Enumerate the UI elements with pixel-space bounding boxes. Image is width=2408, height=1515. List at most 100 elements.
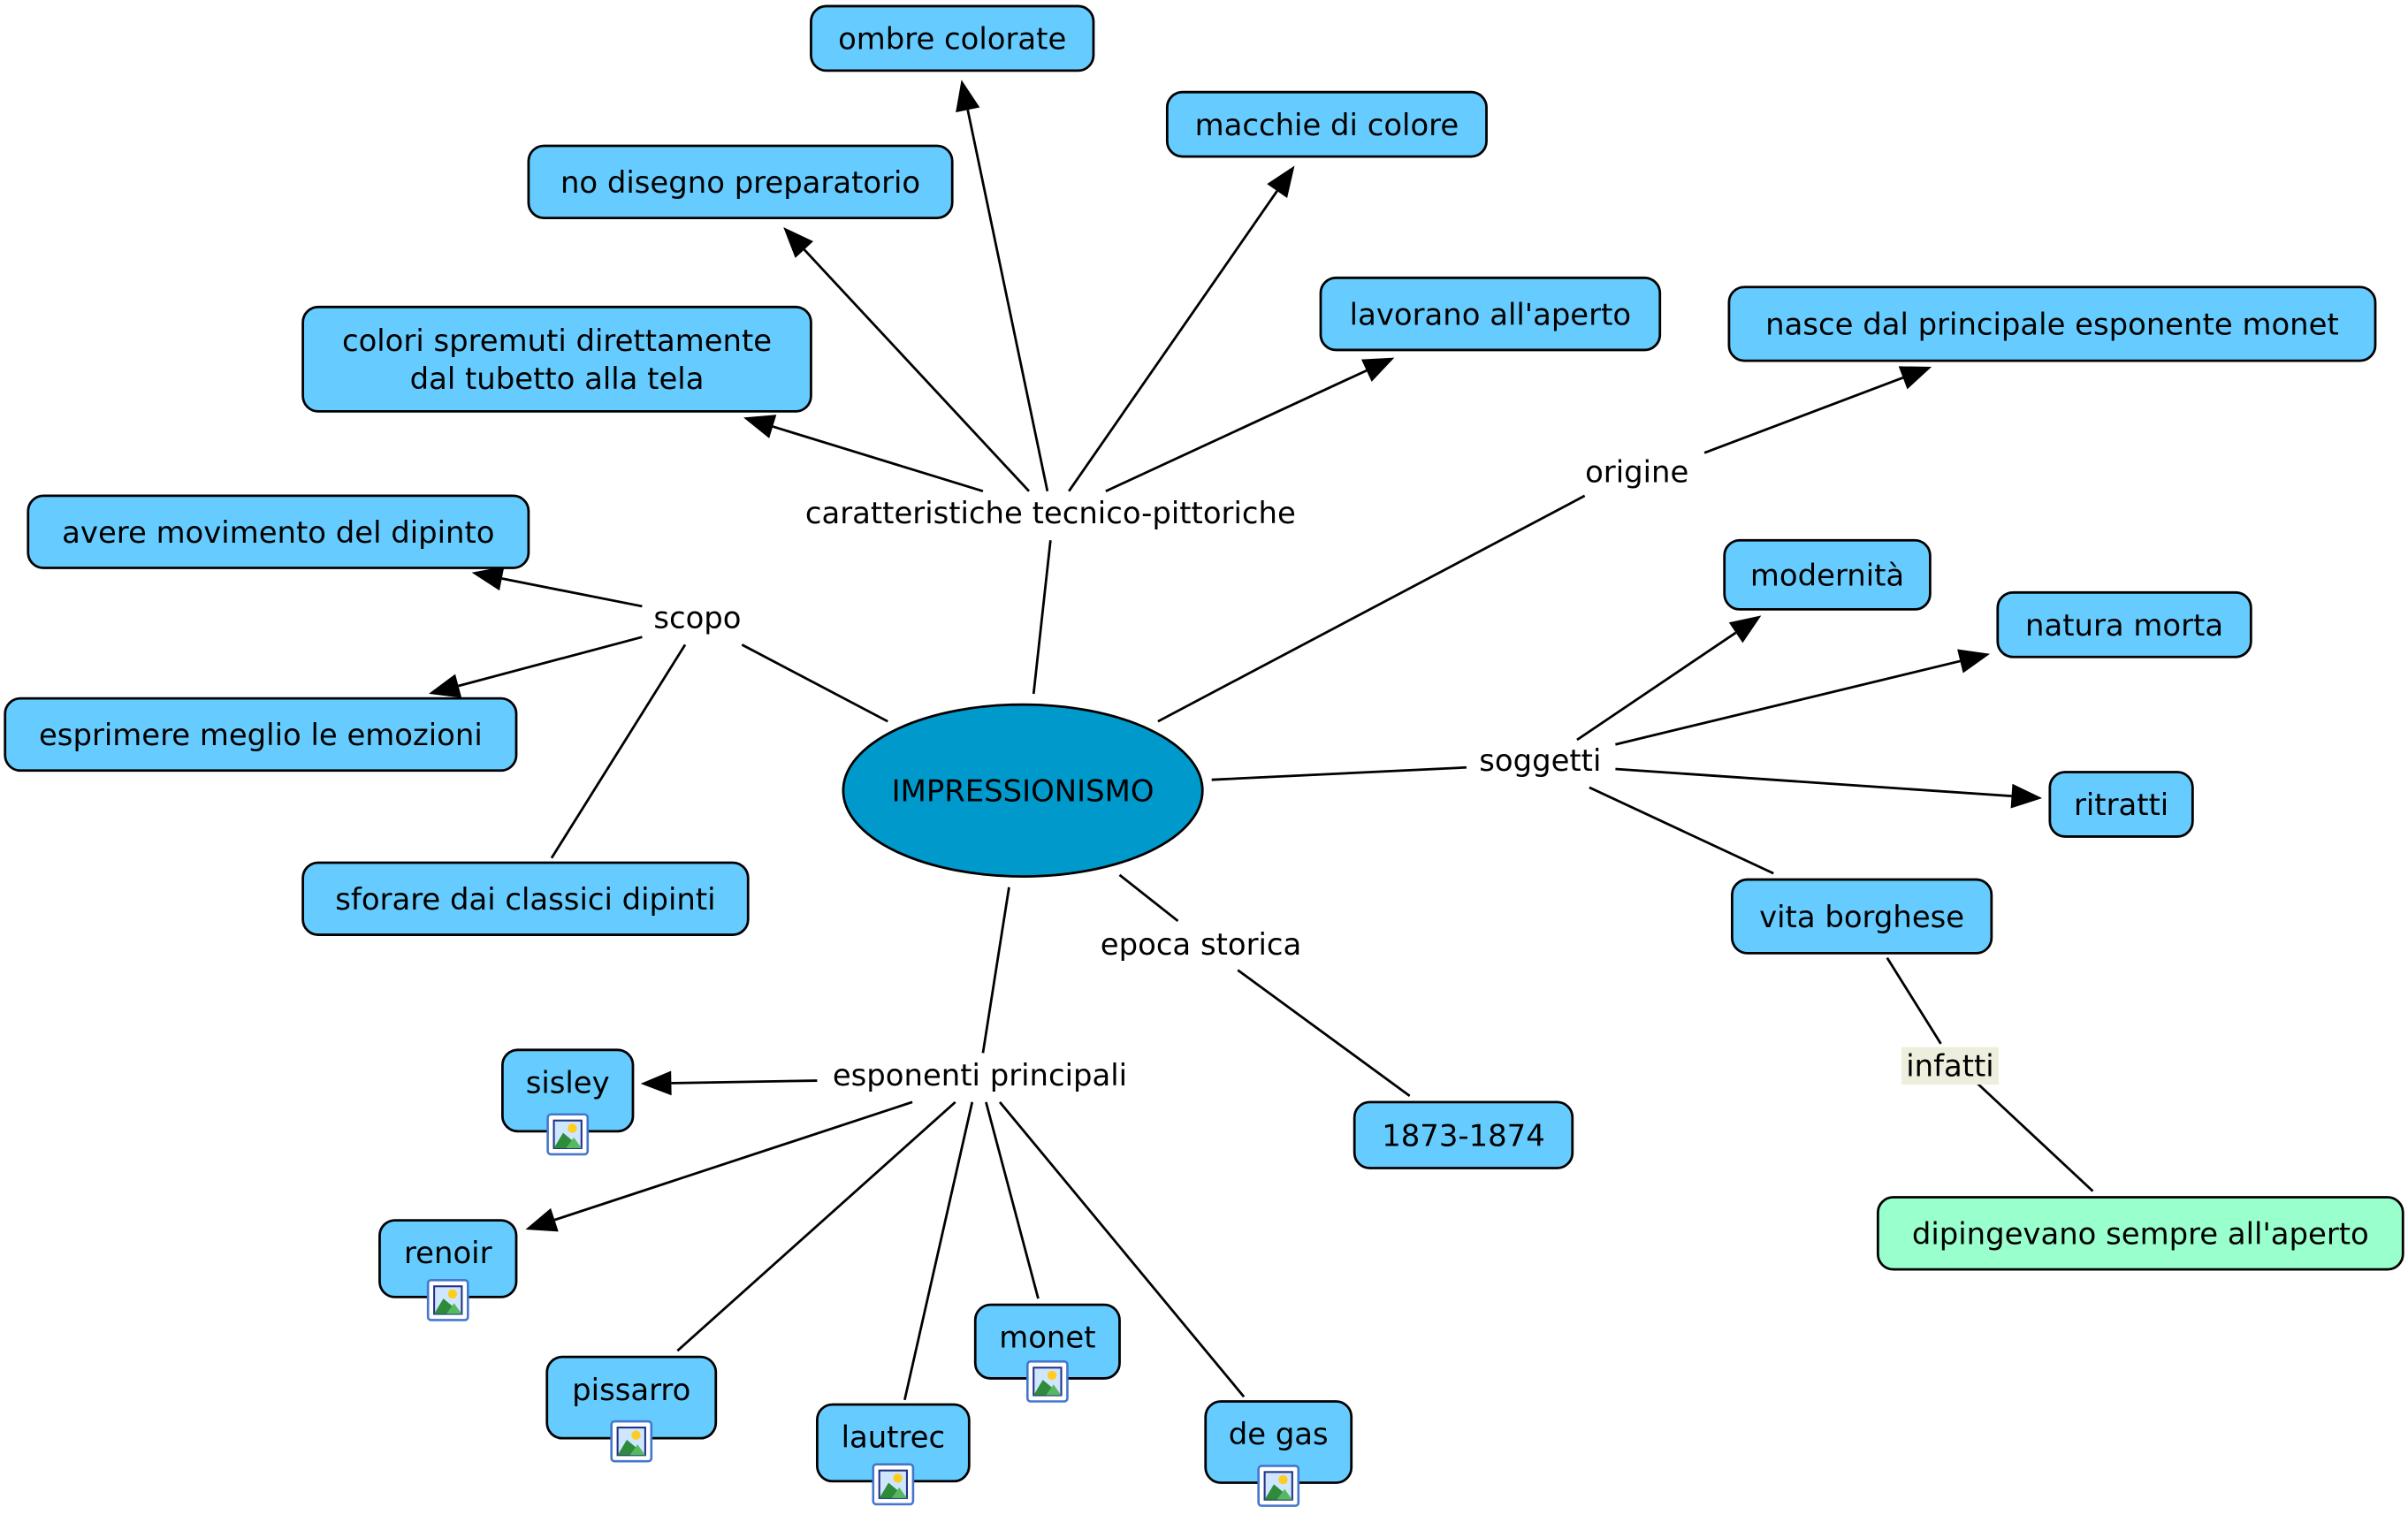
concept-label: ombre colorate	[838, 22, 1066, 57]
concept-label: sisley	[526, 1065, 610, 1100]
concept-label: dipingevano sempre all'aperto	[1912, 1216, 2369, 1251]
link-soggetti-vita	[1589, 786, 1774, 875]
concept-renoir[interactable]: renoir	[378, 1219, 518, 1321]
arrowhead-icon	[640, 1070, 672, 1096]
concept-movimento[interactable]: avere movimento del dipinto	[27, 494, 530, 569]
concept-label: renoir	[404, 1236, 492, 1270]
arrowhead-icon	[956, 80, 980, 113]
linking-phrase-label: scopo	[653, 600, 741, 635]
concept-degas[interactable]: de gas	[1204, 1400, 1353, 1507]
link-line	[553, 1100, 913, 1222]
image-icon[interactable]	[426, 1279, 469, 1321]
root-concept[interactable]: IMPRESSIONISMO	[842, 703, 1204, 878]
link-esponenti-monet	[985, 1101, 1040, 1299]
link-line	[1068, 190, 1278, 492]
linking-phrase-scopo[interactable]: scopo	[649, 598, 746, 636]
link-line	[966, 110, 1049, 491]
linking-phrase-infatti[interactable]: infatti	[1901, 1047, 1999, 1085]
link-line	[501, 577, 643, 608]
concept-label: avere movimento del dipinto	[62, 515, 494, 550]
linking-phrase-esponenti[interactable]: esponenti principali	[827, 1056, 1132, 1094]
concept-ritratti[interactable]: ritratti	[2048, 771, 2194, 838]
concept-ombre[interactable]: ombre colorate	[810, 4, 1095, 72]
concept-vita[interactable]: vita borghese	[1730, 878, 1993, 955]
concept-emozioni[interactable]: esprimere meglio le emozioni	[4, 697, 518, 773]
concept-macchie[interactable]: macchie di colore	[1165, 90, 1488, 158]
link-caratteristiche-lavorano	[1105, 357, 1395, 492]
link-root-caratteristiche	[1032, 540, 1052, 695]
link-caratteristiche-colori	[743, 415, 984, 493]
arrowhead-icon	[1267, 165, 1295, 199]
link-infatti-dipingevano	[1977, 1083, 2094, 1192]
link-line	[741, 643, 888, 723]
linking-phrase-soggetti[interactable]: soggetti	[1475, 742, 1606, 780]
image-icon[interactable]	[546, 1113, 590, 1156]
concept-label: macchie di colore	[1195, 108, 1459, 142]
link-esponenti-sisley	[640, 1070, 818, 1096]
concept-pissarro[interactable]: pissarro	[545, 1355, 718, 1463]
concept-label: vita borghese	[1759, 900, 1964, 934]
link-line	[550, 643, 687, 859]
concept-label: natura morta	[2025, 608, 2223, 643]
concept-label: modernità	[1750, 559, 1904, 593]
link-caratteristiche-macchie	[1068, 165, 1295, 492]
nodes-layer: IMPRESSIONISMO ombre colorate macchie di c…	[4, 4, 2404, 1507]
image-icon[interactable]	[610, 1420, 653, 1463]
link-line	[1886, 956, 1942, 1045]
arrowhead-icon	[783, 227, 814, 258]
concept-disegno[interactable]: no disegno preparatorio	[527, 144, 954, 219]
arrowhead-icon	[1728, 615, 1762, 643]
concept-label: no disegno preparatorio	[560, 165, 920, 200]
link-line	[985, 1101, 1040, 1299]
link-line	[1105, 369, 1368, 492]
link-root-soggetti	[1211, 765, 1467, 781]
link-epoca-anni	[1237, 969, 1411, 1098]
concept-lavorano[interactable]: lavorano all'aperto	[1319, 276, 1662, 352]
concept-label: monet	[999, 1321, 1095, 1355]
arrowhead-icon	[1360, 357, 1395, 382]
concept-modernita[interactable]: modernità	[1723, 538, 1932, 611]
concept-natura[interactable]: natura morta	[1996, 590, 2252, 659]
link-line	[671, 1079, 818, 1085]
concept-label: lautrec	[842, 1420, 946, 1455]
concept-anni[interactable]: 1873-1874	[1353, 1100, 1574, 1169]
concept-sforare[interactable]: sforare dai classici dipinti	[301, 861, 750, 936]
concept-lautrec[interactable]: lautrec	[815, 1403, 971, 1506]
image-icon[interactable]	[1025, 1360, 1069, 1403]
arrowhead-icon	[471, 566, 505, 591]
link-line	[998, 1100, 1246, 1398]
linking-phrase-origine[interactable]: origine	[1580, 453, 1694, 491]
link-soggetti-natura	[1615, 649, 1991, 746]
concept-sisley[interactable]: sisley	[500, 1048, 635, 1156]
link-caratteristiche-disegno	[783, 227, 1031, 492]
link-line	[1589, 786, 1774, 875]
concept-dipingevano[interactable]: dipingevano sempre all'aperto	[1876, 1196, 2404, 1271]
linking-phrase-epoca[interactable]: epoca storica	[1095, 925, 1307, 963]
link-line	[1237, 969, 1411, 1098]
link-line	[903, 1101, 974, 1401]
link-scopo-sforare	[550, 643, 687, 859]
link-esponenti-pissarro	[676, 1100, 956, 1352]
arrowhead-icon	[429, 674, 462, 698]
link-line	[1615, 767, 2012, 798]
link-line	[458, 636, 643, 688]
image-icon[interactable]	[872, 1463, 915, 1506]
link-caratteristiche-ombre	[956, 80, 1049, 491]
arrowhead-icon	[743, 415, 777, 438]
linking-phrase-caratteristiche[interactable]: caratteristiche tecnico-pittoriche	[800, 494, 1301, 532]
concept-label: pissarro	[572, 1373, 690, 1407]
concept-nasce[interactable]: nasce dal principale esponente monet	[1727, 285, 2377, 362]
image-icon[interactable]	[1257, 1465, 1300, 1507]
concept-label: ritratti	[2074, 788, 2168, 822]
link-root-scopo	[741, 643, 888, 723]
concept-monet[interactable]: monet	[973, 1303, 1121, 1403]
arrowhead-icon	[1957, 649, 1991, 674]
link-line	[1118, 873, 1179, 923]
concept-label: esprimere meglio le emozioni	[39, 718, 483, 752]
link-soggetti-modernita	[1576, 615, 1762, 742]
link-scopo-emozioni	[429, 636, 643, 698]
link-line	[981, 887, 1010, 1054]
